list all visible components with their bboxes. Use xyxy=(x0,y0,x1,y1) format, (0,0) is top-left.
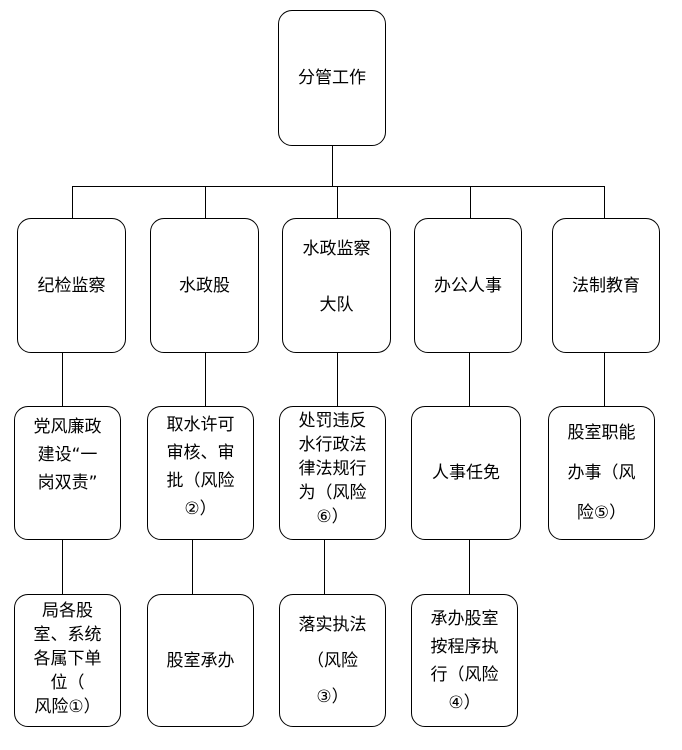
exec-label: 股室承办 xyxy=(166,650,235,671)
exec-label: 落实执法 （风险 ③） xyxy=(298,614,367,707)
dept-box-discipline: 纪检监察 xyxy=(17,218,126,353)
connector-root-down xyxy=(332,146,333,186)
exec-box-3: 落实执法 （风险 ③） xyxy=(279,594,386,727)
risk-label: 人事任免 xyxy=(432,463,500,483)
risk-label: 处罚违反 水行政法 律法规行 为（风险 ⑥） xyxy=(298,411,367,527)
dept-label: 水政监察 大队 xyxy=(302,239,371,315)
connector-dept5-risk5 xyxy=(604,353,605,406)
connector-risk2-exec2 xyxy=(192,539,193,594)
risk-box-4: 人事任免 xyxy=(411,406,521,540)
dept-box-office-personnel: 办公人事 xyxy=(414,218,522,353)
dept-label: 法制教育 xyxy=(572,275,640,296)
connector-horizontal-bus xyxy=(72,186,604,187)
connector-dept-4 xyxy=(470,186,471,218)
exec-box-4: 承办股室 按程序执 行（风险 ④） xyxy=(411,594,518,727)
connector-dept4-risk4 xyxy=(469,353,470,406)
root-box: 分管工作 xyxy=(278,10,386,146)
connector-dept1-risk1 xyxy=(62,353,63,406)
exec-label: 局各股 室、系统 各属下单 位（ 风险①） xyxy=(33,601,102,717)
root-label: 分管工作 xyxy=(298,68,366,88)
connector-dept-3 xyxy=(337,186,338,218)
risk-label: 党风廉政 建设“一 岗双责” xyxy=(33,417,102,493)
connector-dept-1 xyxy=(72,186,73,218)
dept-box-water-supervision: 水政监察 大队 xyxy=(282,218,391,353)
risk-box-5: 股室职能 办事（风 险⑤） xyxy=(548,406,655,540)
exec-label: 承办股室 按程序执 行（风险 ④） xyxy=(430,608,499,713)
dept-label: 水政股 xyxy=(179,275,230,296)
connector-dept3-risk3 xyxy=(337,353,338,406)
risk-box-2: 取水许可 审核、审 批（风险 ②） xyxy=(147,406,254,540)
dept-label: 纪检监察 xyxy=(37,275,106,296)
risk-label: 股室职能 办事（风 险⑤） xyxy=(567,423,636,523)
connector-risk4-exec4 xyxy=(469,539,470,594)
exec-box-2: 股室承办 xyxy=(147,594,254,727)
connector-risk3-exec3 xyxy=(324,539,325,594)
dept-box-water-admin: 水政股 xyxy=(150,218,259,353)
connector-dept-2 xyxy=(205,186,206,218)
risk-box-3: 处罚违反 水行政法 律法规行 为（风险 ⑥） xyxy=(279,406,386,540)
dept-box-legal-education: 法制教育 xyxy=(552,218,660,353)
connector-dept2-risk2 xyxy=(205,353,206,406)
risk-label: 取水许可 审核、审 批（风险 ②） xyxy=(166,415,235,519)
connector-dept-5 xyxy=(604,186,605,218)
connector-risk1-exec1 xyxy=(62,539,63,594)
exec-box-1: 局各股 室、系统 各属下单 位（ 风险①） xyxy=(14,594,121,727)
dept-label: 办公人事 xyxy=(434,275,502,296)
risk-box-1: 党风廉政 建设“一 岗双责” xyxy=(14,406,121,540)
